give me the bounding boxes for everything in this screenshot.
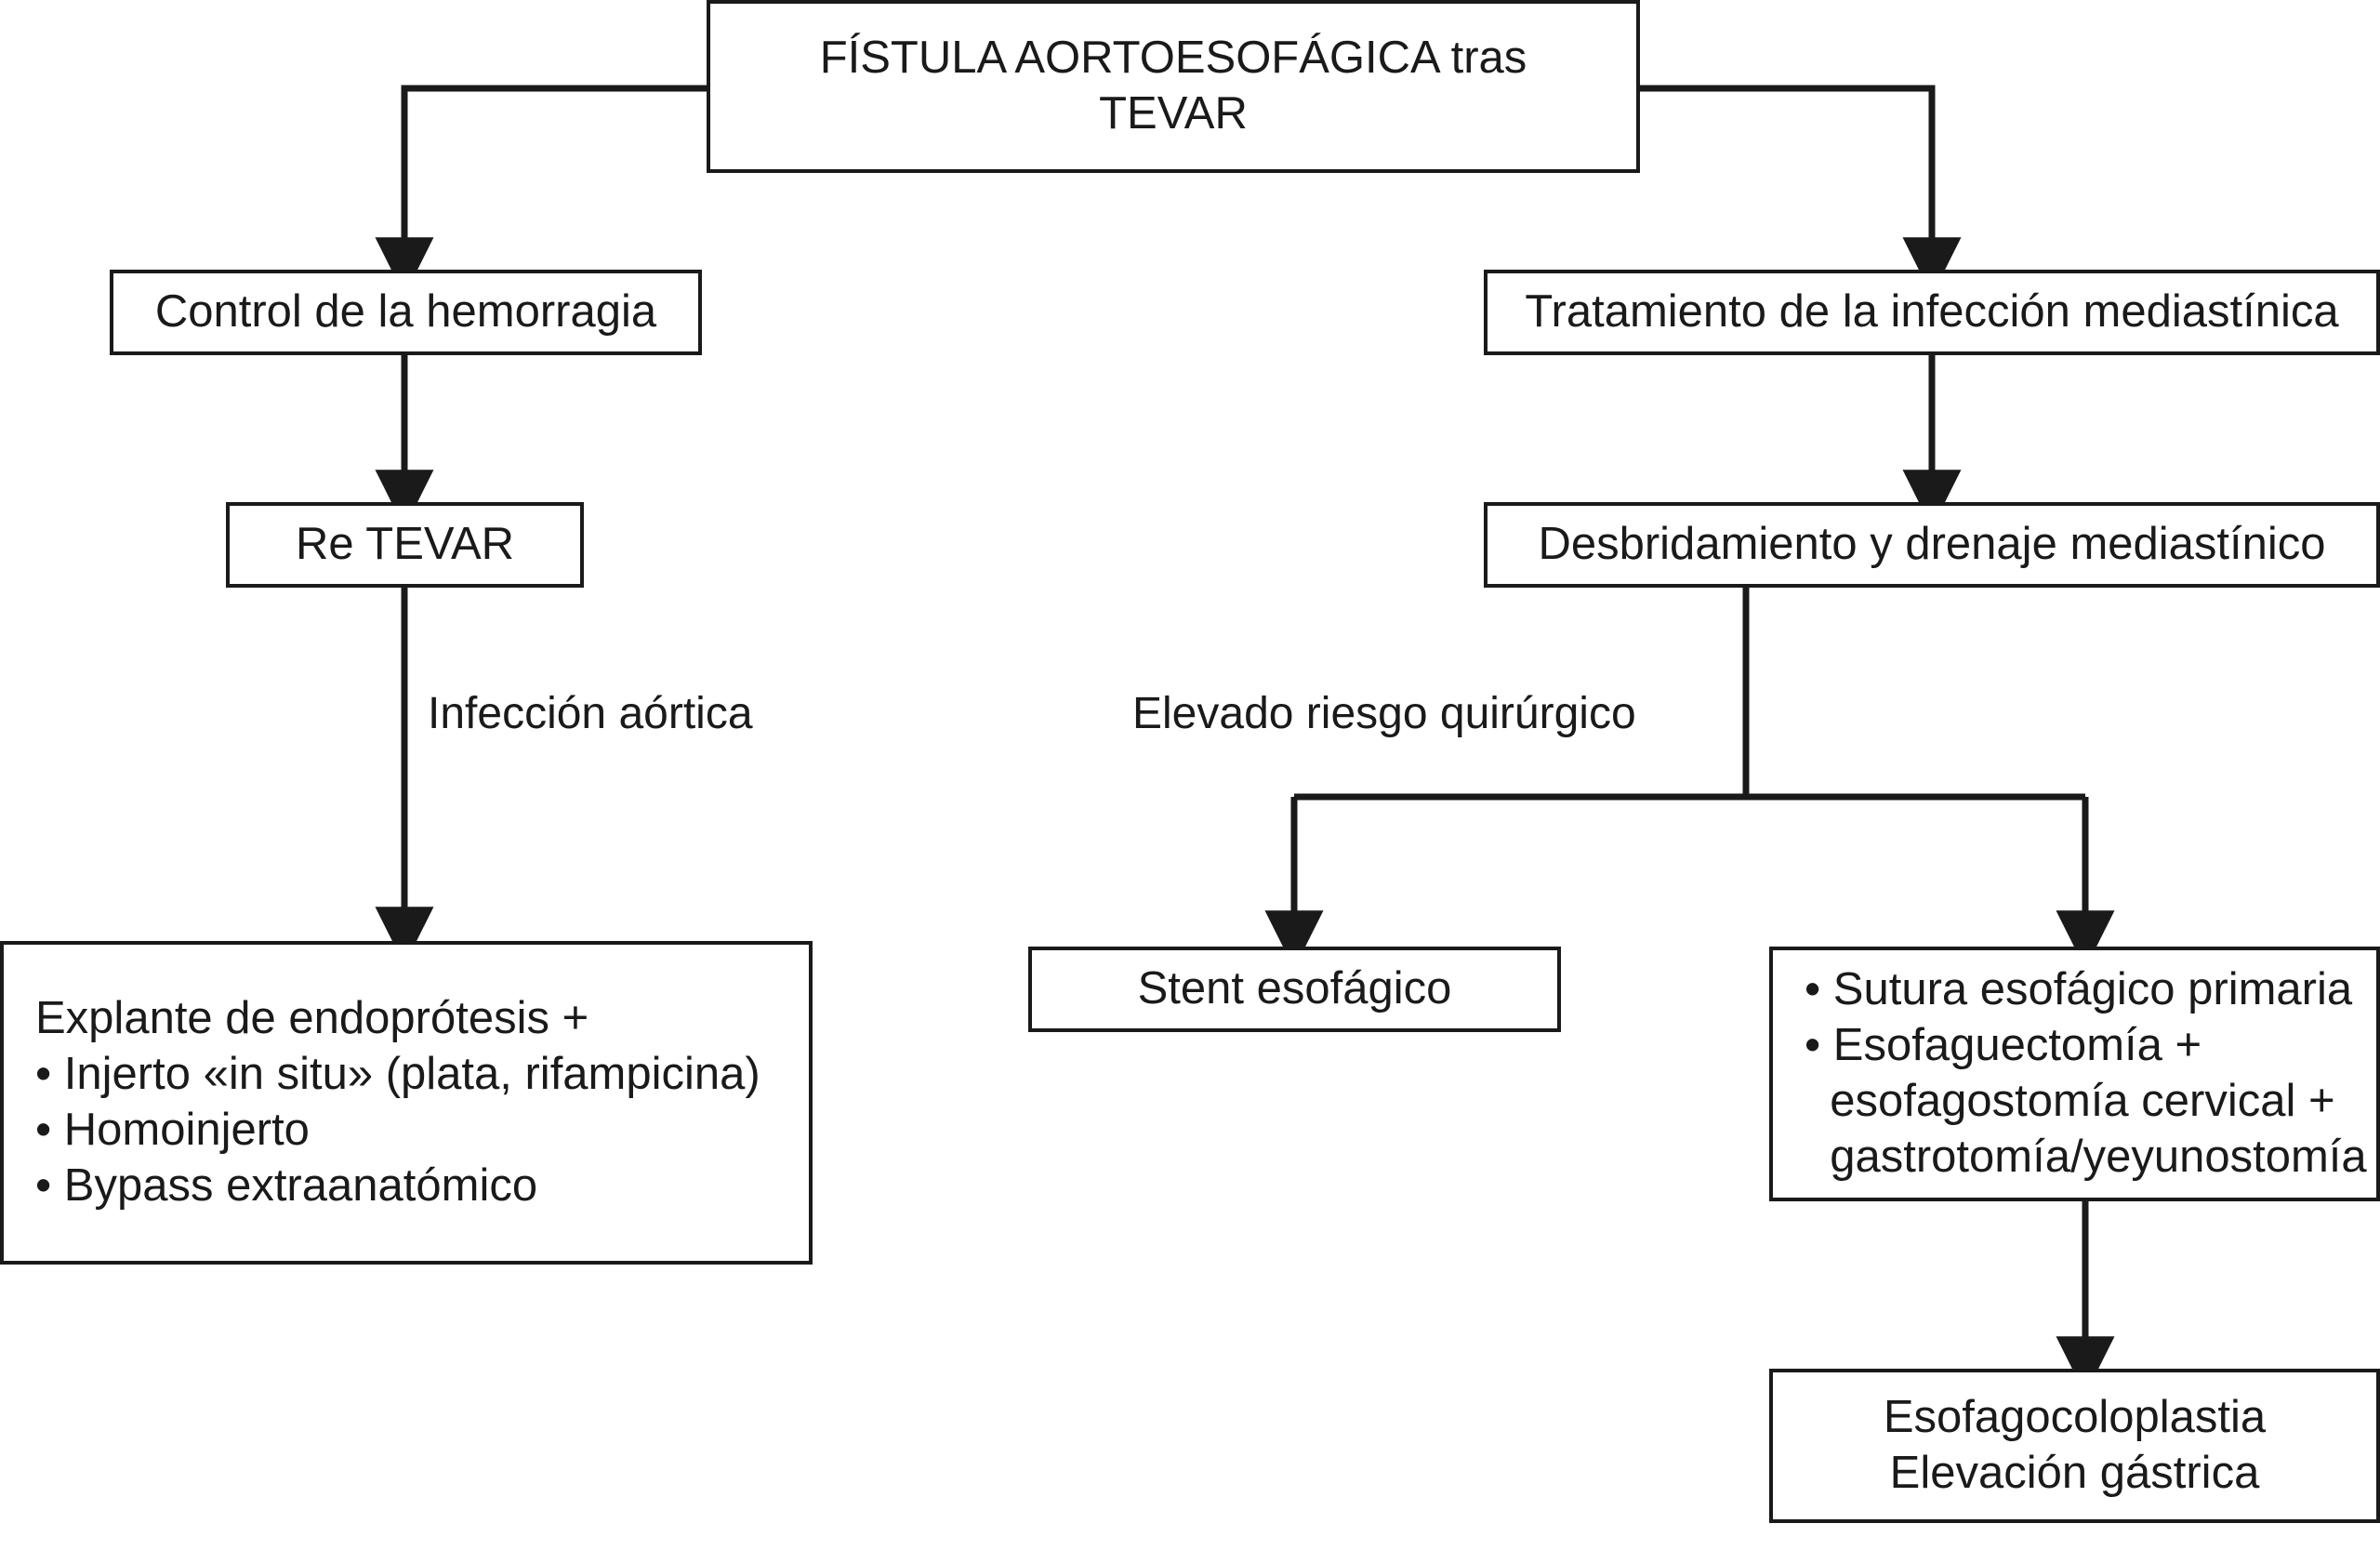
- node-sutura-esofaguectomia[interactable]: • Sutura esofágico primaria • Esofaguect…: [1769, 947, 2380, 1201]
- node-line: FÍSTULA AORTOESOFÁGICA tras: [819, 33, 1527, 84]
- node-tratamiento-infeccion[interactable]: Tratamiento de la infección mediastínica: [1484, 270, 2380, 355]
- node-desbridamiento-drenaje[interactable]: Desbridamiento y drenaje mediastínico: [1484, 502, 2380, 588]
- node-line: • Injerto «in situ» (plata, rifampicina): [35, 1049, 760, 1100]
- node-line: Desbridamiento y drenaje mediastínico: [1538, 519, 2326, 570]
- node-line: • Sutura esofágico primaria: [1805, 964, 2353, 1015]
- connector-title-to-control-hemorragia: [375, 85, 707, 297]
- connector-title-to-tratamiento-infeccion: [1638, 85, 1962, 297]
- edge-label-infeccion-aortica: Infección aórtica: [428, 689, 753, 738]
- node-control-hemorragia[interactable]: Control de la hemorragia: [110, 270, 702, 355]
- node-line: Elevación gástrica: [1889, 1448, 2260, 1498]
- node-line: Tratamiento de la infección mediastínica: [1525, 286, 2339, 338]
- node-line: gastrotomía/yeyunostomía: [1805, 1131, 2367, 1182]
- node-line: • Bypass extraanatómico: [35, 1159, 538, 1211]
- node-stent-esofagico[interactable]: Stent esofágico: [1028, 947, 1561, 1032]
- node-esofagocoloplastia[interactable]: Esofagocoloplastia Elevación gástrica: [1769, 1369, 2380, 1523]
- node-line: TEVAR: [1099, 88, 1248, 139]
- node-line: Control de la hemorragia: [154, 286, 657, 338]
- node-line: esofagostomía cervical +: [1805, 1076, 2335, 1126]
- connector-desbridamiento-split: [1264, 588, 2115, 970]
- node-line: Explante de endoprótesis +: [35, 993, 589, 1044]
- node-fistula-aortoesofagica[interactable]: FÍSTULA AORTOESOFÁGICA tras TEVAR: [707, 0, 1640, 173]
- node-re-tevar[interactable]: Re TEVAR: [226, 502, 584, 588]
- node-line: Stent esofágico: [1137, 963, 1452, 1014]
- edge-label-elevado-riesgo: Elevado riesgo quirúrgico: [1132, 689, 1636, 738]
- node-line: • Homoinjerto: [35, 1105, 310, 1155]
- node-line: Esofagocoloplastia: [1883, 1392, 2267, 1443]
- node-line: Re TEVAR: [295, 519, 515, 570]
- node-line: • Esofaguectomía +: [1805, 1020, 2202, 1071]
- node-explante-endoprotesis[interactable]: Explante de endoprótesis + • Injerto «in…: [0, 941, 813, 1265]
